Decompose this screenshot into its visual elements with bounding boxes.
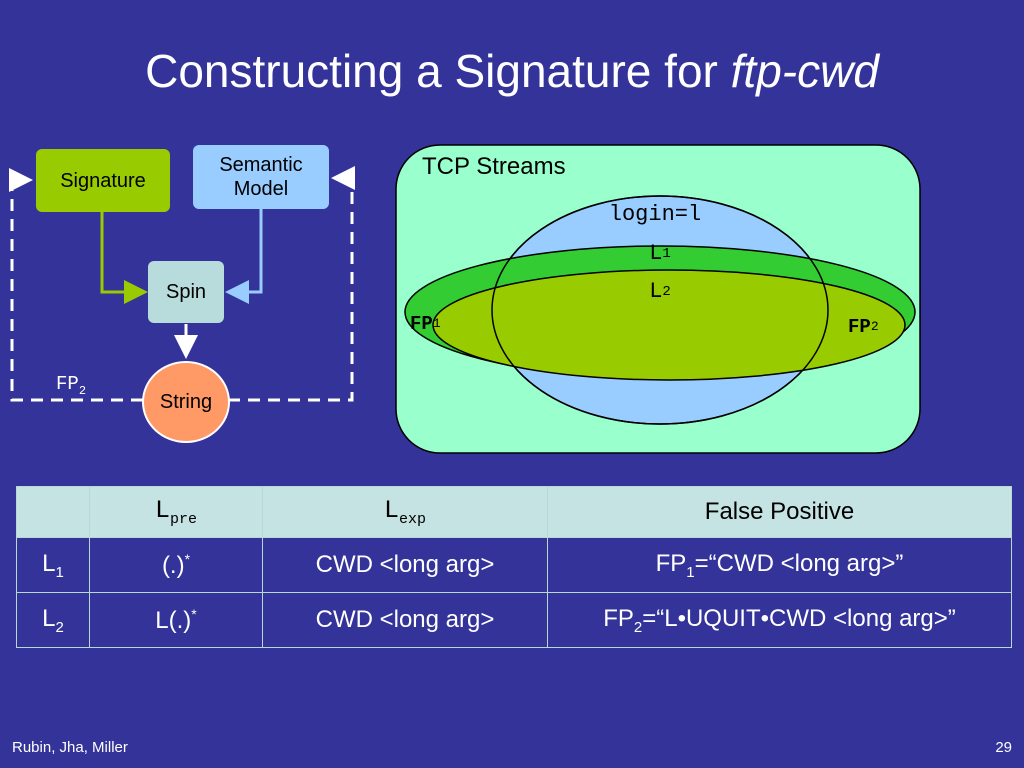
tcp-streams-text: TCP Streams [422, 152, 566, 180]
fp1-text: FP [410, 312, 433, 335]
footer-authors: Rubin, Jha, Miller [12, 739, 128, 756]
l1-text: L [649, 240, 663, 266]
row-fp-post: =“L•UQUIT•CWD <long arg>” [642, 604, 956, 632]
table-header-row: Lpre Lexp False Positive [16, 486, 1012, 538]
semantic-model-label-line2: Model [233, 178, 289, 200]
row-name-sub: 1 [55, 563, 64, 581]
row-fp-sub: 1 [686, 563, 695, 581]
feedback-fp-text: FP [56, 373, 79, 395]
header-lexp: Lexp [262, 486, 548, 538]
table-row: L1 (.)* CWD <long arg> FP1=“CWD <long ar… [16, 537, 1012, 593]
string-label: String [159, 391, 213, 413]
fp2-sub: 2 [870, 319, 879, 335]
row-fp-post: =“CWD <long arg>” [694, 549, 904, 577]
header-false-positive: False Positive [547, 486, 1012, 538]
feedback-loop-left [9, 168, 143, 402]
row-name: L [42, 604, 56, 632]
header-lpre-text: L [154, 496, 170, 525]
fp2-text: FP [848, 315, 871, 338]
header-lexp-text: L [383, 496, 399, 525]
spin-box: Spin [148, 261, 224, 323]
table-row: L2 L(.)* CWD <long arg> FP2=“L•UQUIT•CWD… [16, 592, 1012, 648]
row-fp-cell: FP1=“CWD <long arg>” [547, 537, 1012, 593]
language-table: Lpre Lexp False Positive L1 (.)* CWD <lo… [16, 486, 1012, 648]
login-ellipse-outline [491, 195, 829, 425]
slide-title: Constructing a Signature for ftp-cwd [0, 44, 1024, 98]
arrow-semantic-to-spin [225, 209, 263, 304]
header-lexp-sub: exp [399, 511, 427, 528]
slide-title-text: Constructing a Signature for [145, 45, 731, 97]
row-lpre-cell: (.)* [89, 537, 263, 593]
signature-box: Signature [36, 149, 170, 212]
row-lpre-cell: L(.)* [89, 592, 263, 648]
semantic-model-label-line1: Semantic [219, 154, 303, 176]
header-empty-cell [16, 486, 90, 538]
l1-sub: 1 [662, 245, 671, 262]
fp1-sub: 1 [432, 316, 441, 332]
spin-label: Spin [165, 281, 207, 303]
row-lpre-sup: * [191, 605, 197, 622]
row-fp-sub: 2 [633, 618, 643, 636]
page-number: 29 [995, 739, 1012, 756]
string-circle: String [142, 361, 230, 443]
l2-ellipse [432, 269, 906, 381]
header-lpre: Lpre [89, 486, 263, 538]
arrow-signature-to-spin [100, 212, 148, 304]
row-lpre: (.) [161, 551, 185, 579]
row-name: L [42, 549, 56, 577]
row-name-cell: L2 [16, 592, 90, 648]
row-lexp-cell: CWD <long arg> [262, 592, 548, 648]
feedback-fp-sub: 2 [78, 383, 87, 398]
row-fp-pre: FP [603, 604, 634, 632]
tcp-streams-label: TCP Streams [422, 152, 622, 182]
row-lexp-cell: CWD <long arg> [262, 537, 548, 593]
row-lpre-sup: * [184, 550, 191, 567]
row-fp-cell: FP2=“L•UQUIT•CWD <long arg>” [547, 592, 1012, 648]
semantic-model-box: Semantic Model [193, 145, 329, 209]
row-name-sub: 2 [55, 618, 64, 636]
row-name-cell: L1 [16, 537, 90, 593]
row-fp-pre: FP [655, 549, 687, 577]
signature-label: Signature [60, 169, 146, 192]
login-label: login=l [590, 201, 720, 229]
row-lpre: L(.) [155, 606, 192, 634]
slide-title-italic: ftp-cwd [730, 45, 879, 97]
login-text: login=l [608, 201, 702, 227]
l2-sub: 2 [662, 283, 671, 300]
l2-text: L [649, 278, 663, 304]
header-lpre-sub: pre [170, 511, 198, 528]
feedback-fp-label: FP2 [56, 373, 86, 398]
feedback-loop-right [228, 166, 355, 402]
